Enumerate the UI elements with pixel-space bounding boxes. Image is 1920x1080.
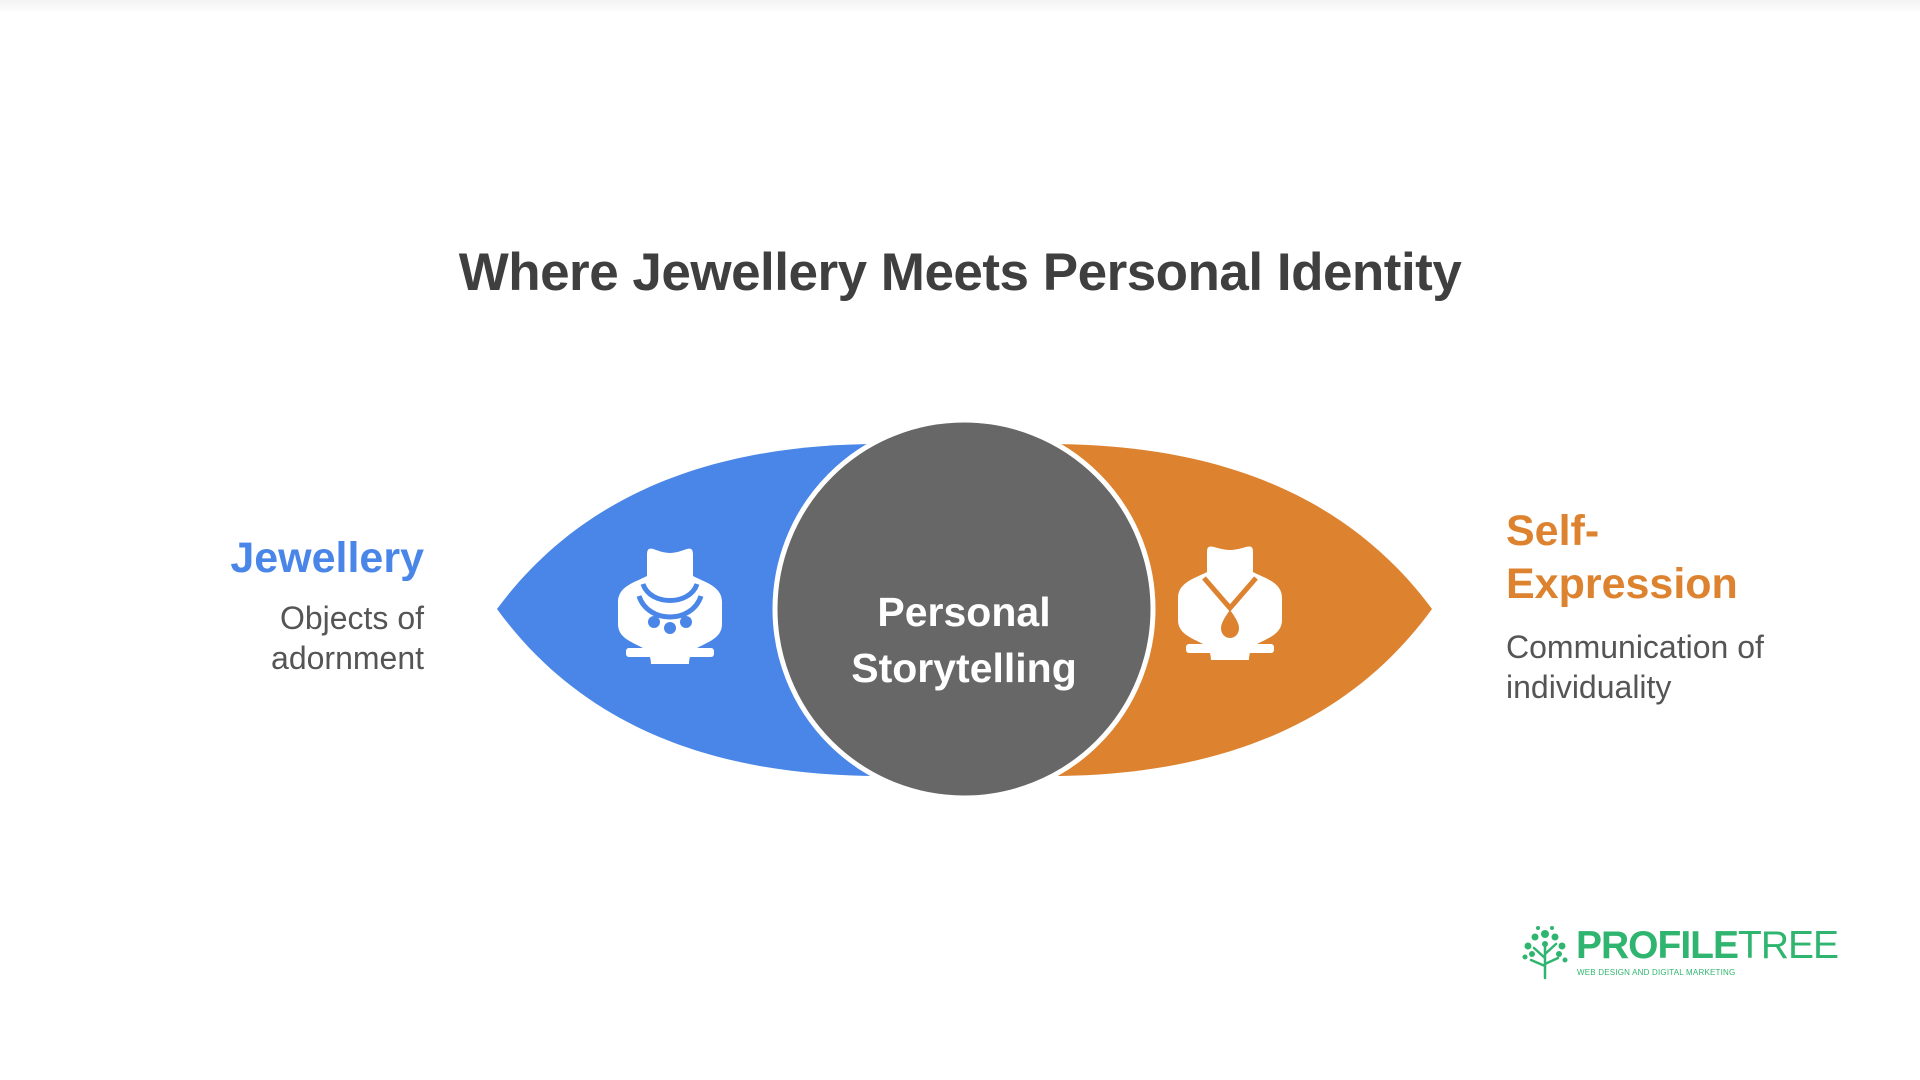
center-label-line1: Personal [877, 589, 1050, 635]
logo-name-bold: PROFILE [1576, 924, 1739, 967]
jewellery-heading: Jewellery [230, 534, 424, 582]
self-expression-heading: Self-Expression [1506, 507, 1738, 608]
center-label-line2: Storytelling [851, 645, 1077, 691]
self-expression-label-group: Self-Expression Communication of individ… [1506, 505, 1836, 707]
self-expression-description: Communication of individuality [1506, 629, 1764, 705]
top-edge-shade [0, 0, 1920, 14]
logo-name-thin: TREE [1738, 924, 1839, 967]
profiletree-logo: PROFILETREE WEB DESIGN AND DIGITAL MARKE… [1520, 922, 1839, 982]
logo-tagline: WEB DESIGN AND DIGITAL MARKETING [1577, 968, 1736, 977]
tree-icon [1522, 926, 1568, 980]
pendant-bust-icon [1178, 546, 1282, 660]
personal-storytelling-circle [772, 417, 1156, 801]
jewellery-label-group: Jewellery Objects of adornment [124, 532, 424, 678]
diagram-title: Where Jewellery Meets Personal Identity [458, 243, 1462, 302]
jewellery-description: Objects of adornment [271, 600, 424, 676]
necklace-bust-icon [618, 548, 722, 664]
logo-wordmark: PROFILETREE [1576, 924, 1839, 967]
